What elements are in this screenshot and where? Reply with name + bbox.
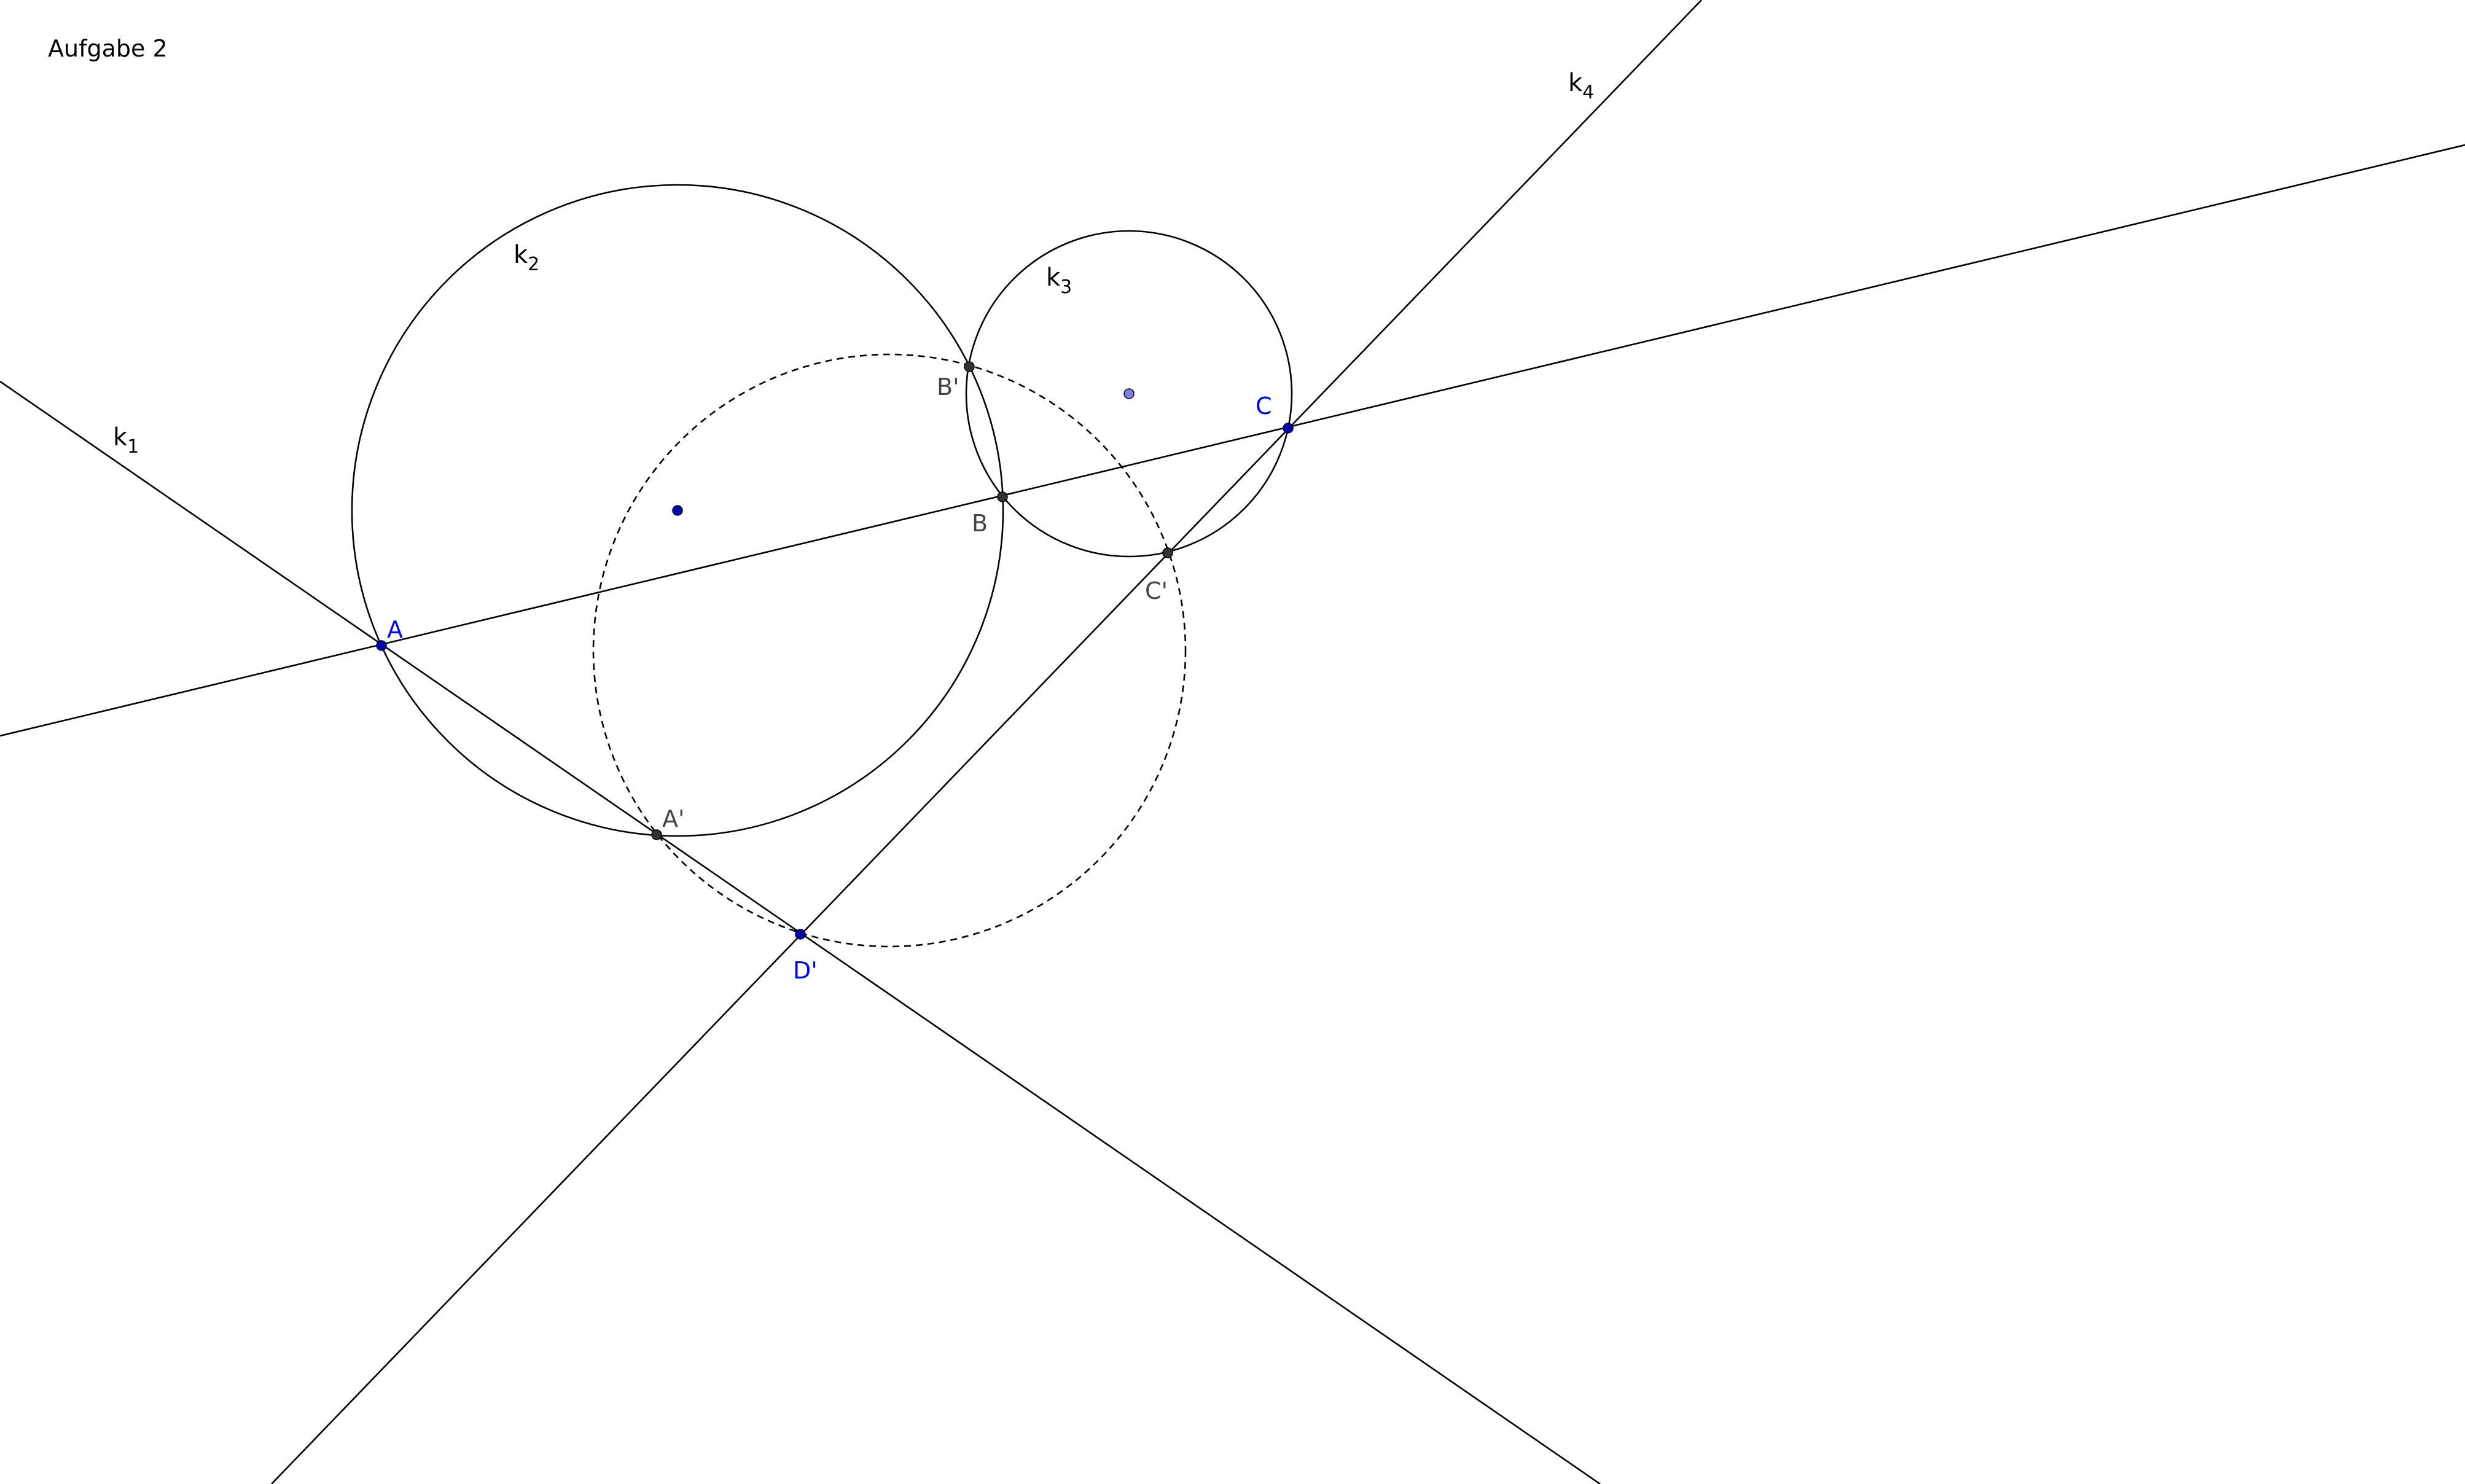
line-through-a-b-c[interactable] — [0, 144, 2465, 737]
label-k4-sub: 4 — [1582, 82, 1594, 103]
circle-k2[interactable] — [351, 184, 1004, 837]
label-k4-base: k — [1568, 69, 1583, 97]
circle-k3[interactable] — [965, 230, 1293, 558]
center-k3[interactable] — [1123, 388, 1135, 399]
line-k4[interactable] — [271, 0, 1702, 1484]
page-title: Aufgabe 2 — [48, 35, 168, 62]
label-point-d-prime: D' — [793, 957, 818, 984]
point-c[interactable] — [1283, 423, 1294, 434]
label-point-c: C — [1256, 392, 1272, 420]
label-point-a-prime: A' — [662, 805, 684, 832]
label-k1-sub: 1 — [127, 436, 139, 458]
label-k1-base: k — [113, 423, 128, 451]
label-k2: k2 — [514, 241, 539, 275]
point-d-prime[interactable] — [795, 929, 806, 940]
point-c-prime[interactable] — [1162, 547, 1173, 558]
label-point-b: B — [972, 510, 988, 537]
label-k2-base: k — [514, 241, 528, 269]
label-k3-sub: 3 — [1060, 276, 1072, 298]
point-b-prime[interactable] — [964, 361, 975, 372]
label-point-a: A — [387, 616, 403, 643]
label-k2-sub: 2 — [528, 254, 539, 275]
circle-dashed[interactable] — [592, 353, 1187, 948]
label-point-c-prime: C' — [1145, 577, 1168, 604]
label-k4: k4 — [1568, 69, 1594, 103]
label-k3: k3 — [1046, 264, 1072, 298]
point-b[interactable] — [997, 491, 1008, 502]
label-k3-base: k — [1046, 264, 1061, 292]
center-k2[interactable] — [672, 505, 683, 516]
label-k1: k1 — [113, 423, 139, 458]
label-point-b-prime: B' — [937, 373, 959, 400]
point-a[interactable] — [376, 640, 387, 651]
point-a-prime[interactable] — [651, 829, 662, 840]
